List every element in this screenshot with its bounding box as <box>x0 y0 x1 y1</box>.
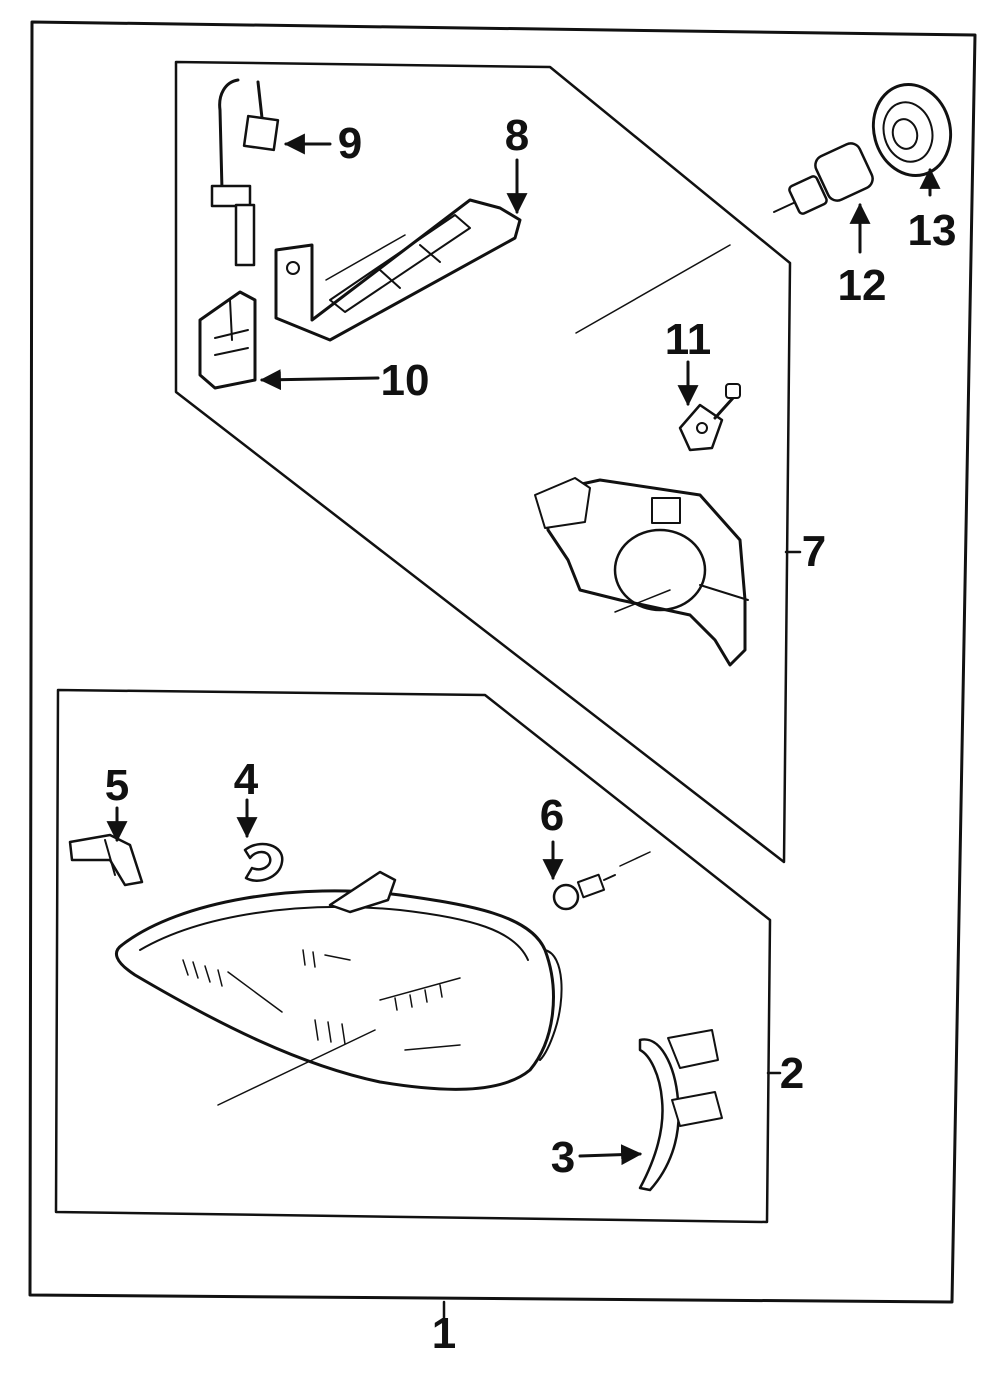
part-3-trim-strip <box>638 1029 723 1192</box>
callout-8: 8 <box>505 111 529 160</box>
part-7-bulb-housing <box>534 477 749 667</box>
subassembly-7-frame <box>174 60 792 864</box>
part-12-bulb <box>773 142 874 215</box>
callout-1: 1 <box>432 1309 456 1358</box>
callout-9: 9 <box>338 119 362 168</box>
callout-3: 3 <box>551 1133 575 1182</box>
callout-11: 11 <box>665 315 712 364</box>
part-6-socket <box>552 851 651 911</box>
arrow-3 <box>578 1144 643 1166</box>
part-10-connector-clip <box>198 290 257 390</box>
leader-line <box>575 244 731 334</box>
arrow-10 <box>259 369 380 391</box>
callout-4: 4 <box>234 755 259 804</box>
part-9-wire-terminal <box>210 78 280 267</box>
callout-7: 7 <box>802 527 826 576</box>
callout-6: 6 <box>540 791 564 840</box>
callout-5: 5 <box>105 761 129 810</box>
part-4-spring-clip <box>243 842 284 882</box>
part-13-retaining-ring <box>871 82 953 178</box>
callout-12: 12 <box>838 261 887 310</box>
subassembly-2-frame <box>54 688 772 1224</box>
part-5-clip <box>68 833 144 887</box>
outer-assembly-frame <box>28 20 977 1304</box>
headlamp-lens-assembly <box>114 870 563 1106</box>
callout-10: 10 <box>381 356 430 405</box>
part-8-bracket <box>274 198 522 342</box>
callout-2: 2 <box>780 1049 804 1098</box>
callout-13: 13 <box>908 206 957 255</box>
part-11-adjuster <box>678 383 741 452</box>
